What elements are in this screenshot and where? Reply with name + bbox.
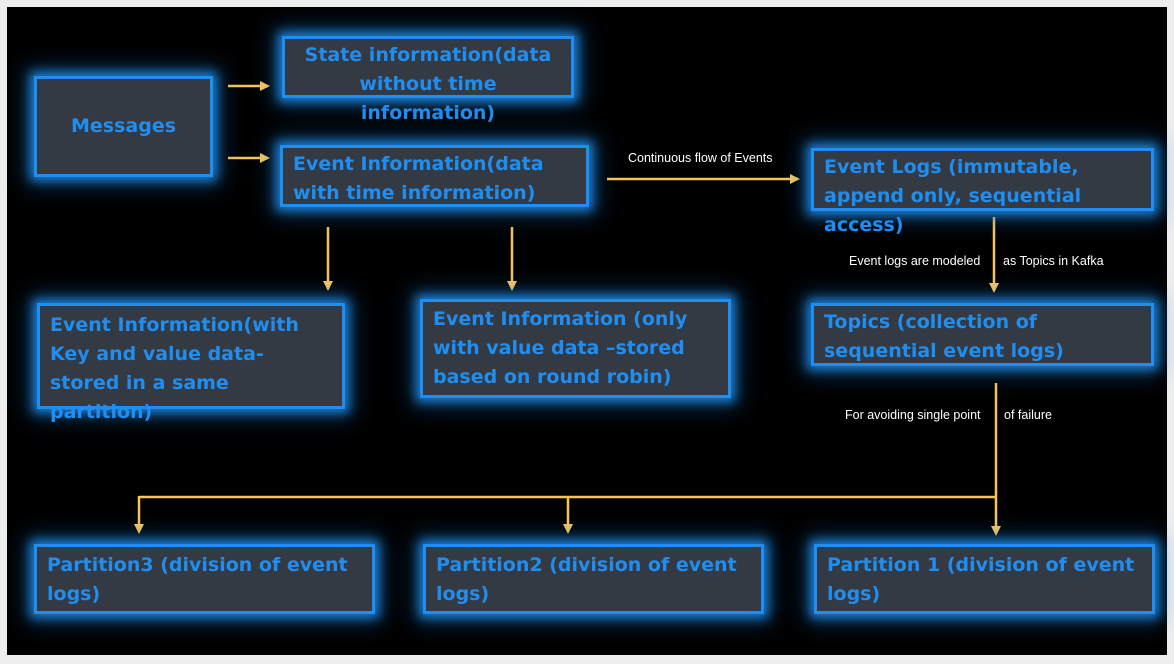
event-information-label: Event Information(data with time informa… [293,153,544,204]
messages-label: Messages [70,115,177,137]
diagram-canvas: Messages State information(data without … [7,7,1167,655]
partition2-label: Partition2 (division of event logs) [436,554,737,605]
messages-box: Messages [34,76,213,177]
event-logs-label: Event Logs (immutable, append only, sequ… [824,156,1082,236]
modeled-right-label: as Topics in Kafka [1003,254,1104,268]
event-info-key-label: Event Information(with Key and value dat… [50,314,299,423]
continuous-flow-label: Continuous flow of Events [628,151,773,165]
partition3-label: Partition3 (division of event logs) [47,554,348,605]
connector-layer [134,81,1001,536]
state-information-box: State information(data without time info… [282,36,574,124]
event-information-box: Event Information(data with time informa… [280,145,589,207]
partition1-label: Partition 1 (division of event logs) [827,554,1135,605]
event-info-value-label: Event Information (only with value data … [433,308,688,388]
partition1-box: Partition 1 (division of event logs) [814,544,1155,614]
event-logs-box: Event Logs (immutable, append only, sequ… [811,148,1154,236]
partition2-box: Partition2 (division of event logs) [423,544,764,614]
modeled-left-label: Event logs are modeled [849,254,981,268]
avoid-right-label: of failure [1004,408,1052,422]
partition3-box: Partition3 (division of event logs) [34,544,375,614]
topics-box: Topics (collection of sequential event l… [811,303,1154,366]
event-info-value-box: Event Information (only with value data … [420,299,731,398]
topics-label: Topics (collection of sequential event l… [824,311,1064,362]
event-info-key-box: Event Information(with Key and value dat… [37,303,345,423]
state-information-label: State information(data without time info… [304,44,552,124]
avoid-left-label: For avoiding single point [845,408,981,422]
